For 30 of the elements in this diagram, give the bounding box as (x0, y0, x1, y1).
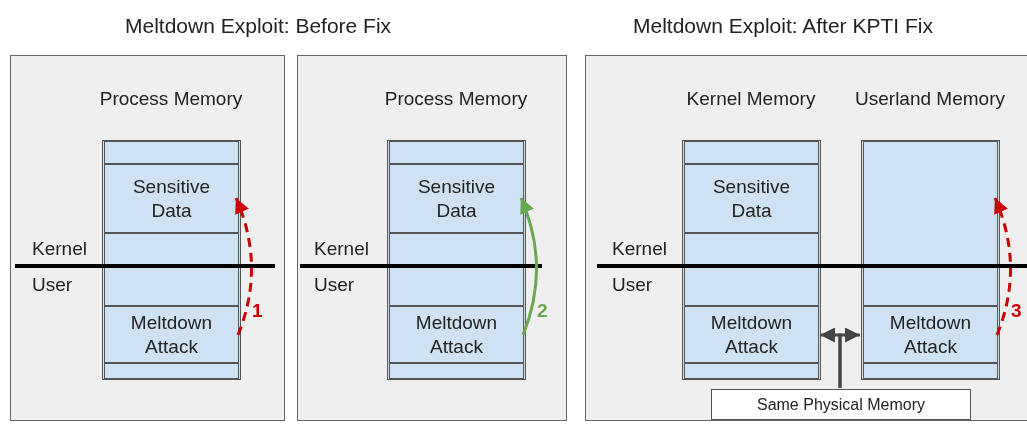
panel-background (297, 55, 567, 421)
arrow (838, 327, 860, 388)
zone-label: User (32, 274, 73, 296)
memory-cell: Meltdown Attack (104, 306, 239, 363)
memory-cell: Meltdown Attack (389, 306, 524, 363)
arrow (993, 197, 1012, 336)
edge-label: 3 (1011, 300, 1022, 322)
arrow (519, 197, 538, 336)
memory-cell: Meltdown Attack (863, 306, 998, 363)
memory-cell: Sensitive Data (684, 164, 819, 233)
arrow (234, 197, 253, 336)
memory-cell: Meltdown Attack (684, 306, 819, 363)
memory-cell: Sensitive Data (389, 164, 524, 233)
section-heading: Meltdown Exploit: After KPTI Fix (633, 14, 933, 38)
panel-background (585, 55, 1027, 421)
column-heading: Process Memory (98, 87, 244, 111)
memory-cell: Sensitive Data (104, 164, 239, 233)
zone-label: Kernel (32, 238, 87, 260)
section-heading: Meltdown Exploit: Before Fix (125, 14, 392, 38)
zone-label: User (612, 274, 653, 296)
edge-label: 1 (252, 300, 263, 322)
edge-label: 2 (537, 300, 548, 322)
column-heading: Process Memory (383, 87, 529, 111)
panel-background (10, 55, 285, 421)
zone-label: Kernel (612, 238, 667, 260)
column-heading: Userland Memory (855, 87, 1005, 111)
column-heading: Kernel Memory (685, 87, 817, 111)
zone-label: Kernel (314, 238, 369, 260)
zone-label: User (314, 274, 355, 296)
note-box: Same Physical Memory (711, 389, 971, 420)
